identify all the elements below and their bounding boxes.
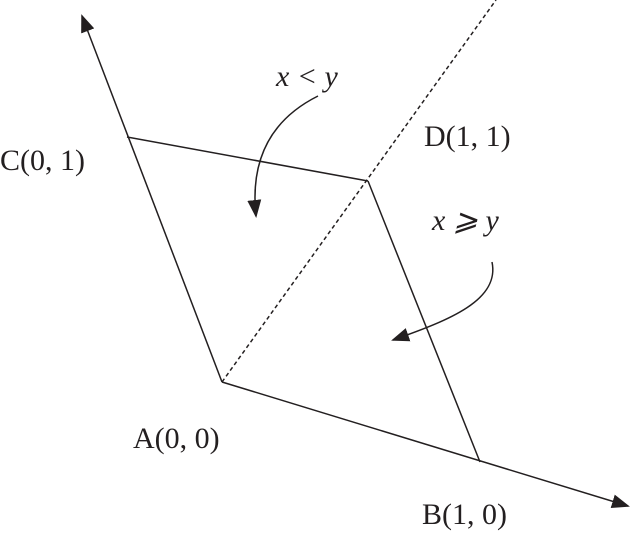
label-point-c: C(0, 1) (0, 144, 85, 177)
edge-d-b (367, 180, 481, 463)
edge-c-d (126, 136, 369, 182)
curved-arrow-lower (391, 261, 494, 342)
x-axis (221, 381, 630, 509)
label-point-d: D(1, 1) (424, 120, 511, 153)
label-point-a: A(0, 0) (133, 422, 220, 455)
diagonal-dashed (221, 0, 497, 383)
y-axis (81, 14, 223, 383)
curved-arrow-upper (247, 95, 319, 218)
label-region-lower: x ⩾ y (432, 204, 499, 237)
label-region-upper: x < y (276, 60, 338, 93)
label-point-b: B(1, 0) (422, 498, 507, 531)
